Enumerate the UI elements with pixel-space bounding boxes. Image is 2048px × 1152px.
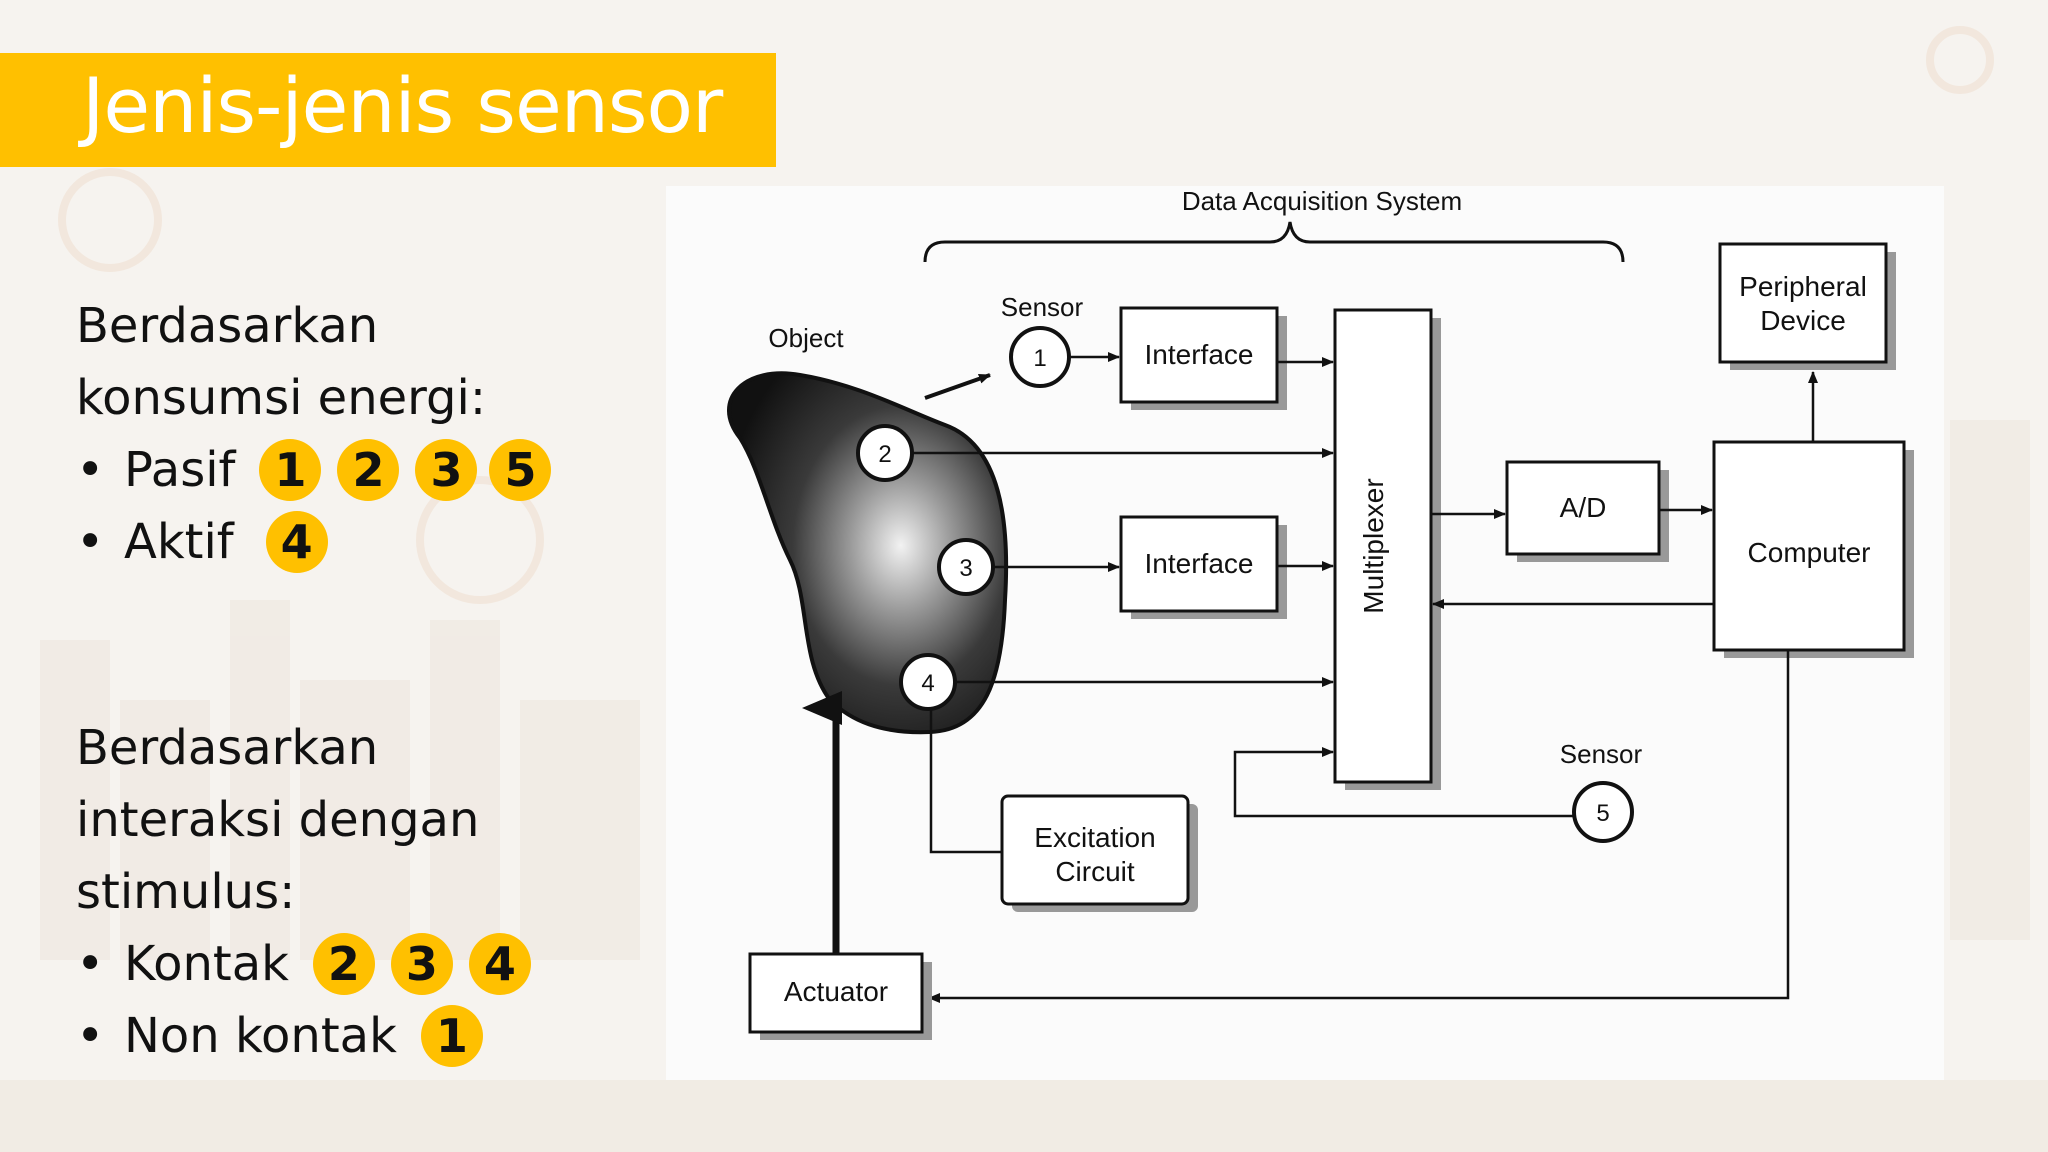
- actuator-label: Actuator: [784, 976, 888, 1007]
- number-badge: 2: [312, 933, 375, 995]
- connector: [1233, 747, 1574, 818]
- list-item-kontak: • Kontak 2 3 4: [76, 928, 531, 1000]
- sensor-node-5-label: 5: [1596, 800, 1609, 827]
- peripheral-line1: Peripheral: [1739, 271, 1867, 302]
- number-badge: 3: [415, 439, 478, 501]
- interaction-heading-line2: interaksi dengan: [76, 792, 480, 848]
- interface-box-2: [1119, 515, 1279, 613]
- ad-label: A/D: [1560, 492, 1607, 523]
- sensor-bottom-label: Sensor: [1560, 739, 1643, 769]
- interface-2-label: Interface: [1145, 548, 1254, 579]
- interface-box-1: [1119, 306, 1279, 404]
- sensor-node-5: [1572, 781, 1634, 843]
- interaction-classification: Berdasarkan interaksi dengan stimulus: •…: [76, 712, 531, 1072]
- multiplexer-box: [1333, 308, 1433, 784]
- list-item-label: Pasif: [124, 442, 236, 498]
- sensor-top-label: Sensor: [1001, 292, 1084, 322]
- computer-box: [1712, 440, 1906, 652]
- bullet-dot: •: [76, 514, 105, 570]
- excitation-circuit-box: [1000, 794, 1190, 906]
- list-item-pasif: • Pasif 1 2 3 5: [76, 434, 552, 506]
- ad-converter-box: [1505, 460, 1661, 556]
- energy-heading-line2: konsumsi energi:: [76, 370, 487, 426]
- list-item-label: Aktif: [124, 514, 234, 570]
- interaction-heading-line3: stimulus:: [76, 864, 296, 920]
- interaction-heading-line1: Berdasarkan: [76, 720, 379, 776]
- sensor-node-2-label: 2: [878, 441, 891, 468]
- sensor-node-1-label: 1: [1033, 345, 1046, 372]
- list-item-non-kontak: • Non kontak 1: [76, 1000, 531, 1072]
- peripheral-line2: Device: [1760, 305, 1846, 336]
- energy-classification: Berdasarkan konsumsi energi: • Pasif 1 2…: [76, 290, 552, 578]
- system-brace: [923, 221, 1625, 263]
- diagram-panel: Data Acquisition System Object Sensor 1 …: [666, 186, 1944, 1080]
- bullet-dot: •: [76, 1008, 105, 1064]
- connector: [929, 709, 1002, 854]
- bullet-dot: •: [76, 936, 105, 992]
- excitation-line1: Excitation: [1034, 822, 1155, 853]
- data-acquisition-diagram: Data Acquisition System Object Sensor 1 …: [727, 186, 1914, 1040]
- connector: [928, 650, 1790, 1003]
- system-label: Data Acquisition System: [1182, 186, 1462, 216]
- interface-1-label: Interface: [1145, 339, 1254, 370]
- number-badge: 3: [390, 933, 453, 995]
- bullet-dot: •: [76, 442, 105, 498]
- excitation-line2: Circuit: [1055, 856, 1135, 887]
- list-item-label: Non kontak: [124, 1008, 397, 1064]
- number-badge: 2: [337, 439, 400, 501]
- number-badge: 4: [265, 511, 328, 573]
- peripheral-device-box: [1718, 242, 1888, 364]
- object-label: Object: [768, 323, 844, 353]
- number-badge: 1: [259, 439, 322, 501]
- title-banner: Jenis-jenis sensor: [0, 53, 776, 167]
- sensor-node-3-label: 3: [959, 555, 972, 582]
- sensor-node-4-label: 4: [921, 670, 934, 697]
- multiplexer-label: Multiplexer: [1358, 478, 1389, 613]
- list-item-aktif: • Aktif 4: [76, 506, 551, 578]
- stimulus-arrow: [924, 373, 991, 400]
- number-badge: 4: [468, 933, 531, 995]
- number-badge: 1: [420, 1005, 483, 1067]
- number-badge: 5: [489, 439, 552, 501]
- energy-heading-line1: Berdasarkan: [76, 298, 379, 354]
- object-shape: [727, 371, 1009, 735]
- computer-label: Computer: [1748, 537, 1871, 568]
- list-item-label: Kontak: [124, 936, 289, 992]
- slide-title: Jenis-jenis sensor: [82, 61, 723, 150]
